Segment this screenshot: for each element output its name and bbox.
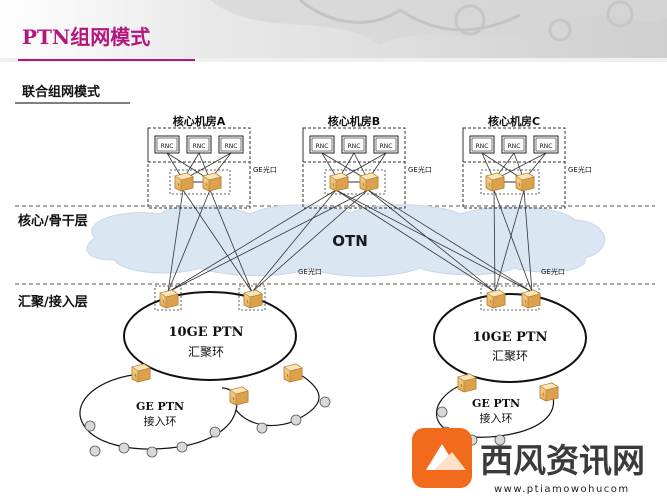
core-room-b-port: GE光口 (408, 165, 432, 174)
svg-text:RNC: RNC (225, 143, 238, 150)
section-subtitle: 联合组网模式 (22, 84, 100, 100)
right-aggregation-title: 10GE PTN (473, 330, 548, 345)
left-aggregation-subtitle: 汇聚环 (188, 345, 224, 359)
svg-text:RNC: RNC (508, 143, 521, 150)
ptn-device-agg-r1 (486, 289, 506, 309)
right-aggregation-ring: 10GE PTN 汇聚环 (433, 285, 587, 383)
core-room-b-label: 核心机房B (328, 114, 380, 128)
watermark-text: 西风资讯网 (480, 441, 645, 480)
core-room-c-label: 核心机房C (488, 114, 540, 128)
rnc-b1: RNC (309, 135, 335, 154)
svg-text:RNC: RNC (476, 143, 489, 150)
rnc-b2: RNC (341, 135, 367, 154)
left-access-ring: GE PTN 接入环 (79, 363, 331, 458)
svg-text:RNC: RNC (348, 143, 361, 150)
left-access-title: GE PTN (136, 400, 184, 413)
right-aggregation-subtitle: 汇聚环 (492, 349, 528, 363)
svg-text:RNC: RNC (380, 143, 393, 150)
svg-text:RNC: RNC (540, 143, 553, 150)
right-access-title: GE PTN (472, 397, 520, 410)
otn-port-label-left: GE光口 (298, 267, 322, 276)
watermark: 西风资讯网 www.ptiamowohucom (412, 428, 645, 495)
ptn-device-b1 (329, 172, 349, 192)
interconnect-links (167, 189, 533, 293)
left-access-subtitle: 接入环 (144, 415, 177, 428)
rnc-c3: RNC (533, 135, 559, 154)
core-room-b: 核心机房B RNC RNC RNC GE光口 (302, 114, 432, 209)
rnc-b3: RNC (373, 135, 399, 154)
rnc-a3: RNC (218, 135, 244, 154)
right-access-subtitle: 接入环 (480, 412, 513, 425)
rnc-c1: RNC (469, 135, 495, 154)
ptn-device-acc-r2 (539, 382, 559, 402)
page-title: PTN组网模式 (22, 25, 150, 49)
ptn-device-acc-l3 (283, 363, 303, 383)
ptn-device-acc-l1 (131, 363, 151, 383)
otn-cloud (86, 204, 606, 277)
left-aggregation-ring: 10GE PTN 汇聚环 (123, 285, 297, 381)
core-room-c: 核心机房C RNC RNC RNC GE光口 (462, 114, 592, 209)
core-room-a: 核心机房A RNC RNC RNC GE光口 (147, 114, 277, 209)
svg-text:RNC: RNC (316, 143, 329, 150)
ptn-device-a1 (174, 172, 194, 192)
svg-text:RNC: RNC (161, 143, 174, 150)
rnc-a1: RNC (154, 135, 180, 154)
otn-label: OTN (332, 232, 368, 250)
access-layer-label: 汇聚/接入层 (18, 294, 88, 310)
core-room-a-port: GE光口 (253, 165, 277, 174)
watermark-url: www.ptiamowohucom (494, 484, 630, 495)
ptn-device-a2 (202, 172, 222, 192)
left-aggregation-title: 10GE PTN (169, 325, 244, 340)
ptn-device-agg-l2 (243, 289, 263, 309)
otn-port-label-right: GE光口 (541, 267, 565, 276)
rnc-c2: RNC (501, 135, 527, 154)
ptn-device-acc-l2 (229, 386, 249, 406)
svg-text:RNC: RNC (193, 143, 206, 150)
ptn-device-acc-r1 (457, 373, 477, 393)
core-layer-label: 核心/骨干层 (18, 213, 88, 229)
ptn-device-c2 (515, 172, 535, 192)
ptn-device-c1 (485, 172, 505, 192)
ptn-device-agg-l1 (159, 289, 179, 309)
ptn-device-agg-r2 (521, 289, 541, 309)
core-room-c-port: GE光口 (568, 165, 592, 174)
core-room-a-label: 核心机房A (173, 114, 226, 128)
rnc-a2: RNC (186, 135, 212, 154)
ptn-device-b2 (359, 172, 379, 192)
